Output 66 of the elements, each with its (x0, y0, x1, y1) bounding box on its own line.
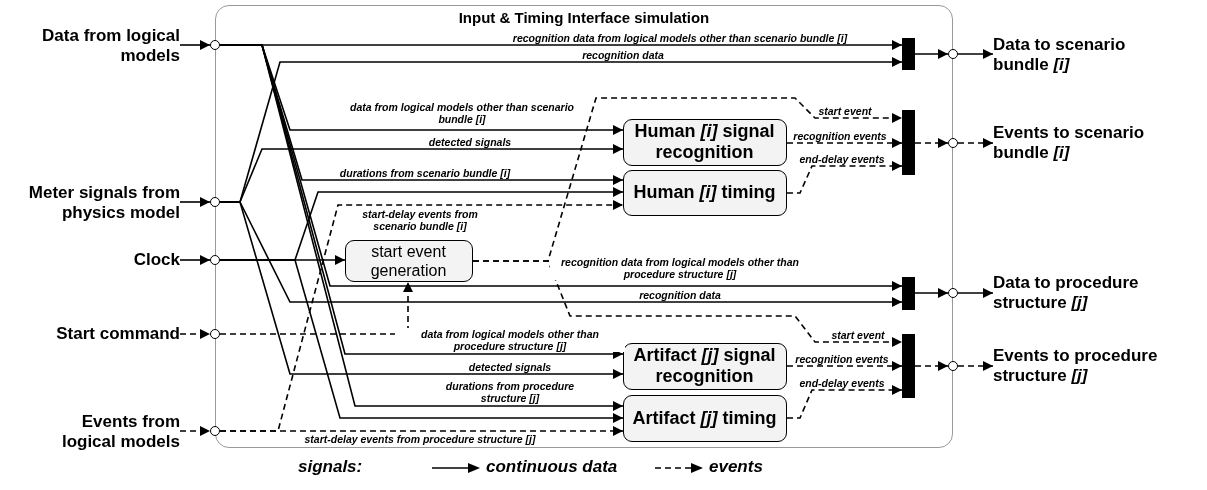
edge-label: end-delay events (799, 377, 885, 389)
port-label: Data to scenario bundle [i] (993, 34, 1163, 76)
port-label: Events to scenario bundle [i] (993, 122, 1183, 164)
port-label: Events from logical models (30, 411, 180, 453)
port-label: Data to procedure structure [j] (993, 272, 1207, 314)
port-circle (210, 40, 220, 50)
process-box: Human [i] timing (622, 169, 787, 216)
arrow (957, 361, 994, 371)
arrow (786, 138, 903, 148)
edge-label: start-delay events from procedure structure [j] (304, 433, 536, 445)
arrow (957, 288, 994, 298)
boundary-title: Input & Timing Interface simulation (457, 9, 711, 26)
bus-bar (901, 276, 915, 310)
process-box: start event generation (344, 239, 473, 282)
edge-label: recognition data (639, 289, 721, 301)
edge-label: detected signals (468, 361, 552, 373)
arrow (786, 385, 903, 419)
arrow (786, 161, 903, 194)
port-circle (948, 49, 958, 59)
arrow (914, 49, 949, 59)
arrow (179, 40, 211, 50)
arrow (219, 281, 413, 335)
port-circle (948, 288, 958, 298)
arrow (957, 49, 994, 59)
bus-bar (901, 333, 915, 398)
edge-label: recognition data from logical models other than scenario bundle [i] (512, 32, 848, 44)
arrow (179, 426, 211, 436)
edge-label: start event (831, 329, 885, 341)
arrow (179, 197, 211, 207)
port-circle (210, 426, 220, 436)
port-label: Meter signals from physics model (8, 182, 180, 224)
arrow (914, 288, 949, 298)
bus-bar (901, 37, 915, 70)
edge-label: data from logical models other than procedure structure [j] (395, 328, 625, 352)
arrow (914, 138, 949, 148)
edge-label: end-delay events (799, 153, 885, 165)
process-box: Human [i] signal recognition (622, 118, 787, 166)
port-circle (210, 255, 220, 265)
arrow (219, 426, 624, 436)
edge-label: durations from scenario bundle [i] (339, 167, 511, 179)
port-label: Data from logical models (40, 25, 180, 67)
edge-label: detected signals (428, 136, 512, 148)
arrow (179, 329, 211, 339)
port-circle (948, 138, 958, 148)
edge-label: recognition data (582, 49, 664, 61)
port-label: Start command (30, 324, 180, 344)
legend-label: continuous data (486, 457, 618, 477)
process-box: Artifact [j] timing (622, 394, 787, 442)
arrow (957, 138, 994, 148)
arrow (786, 361, 903, 371)
port-label: Clock (100, 250, 180, 270)
arrow (219, 259, 624, 423)
edge-label: data from logical models other than scenario bundle [i] (347, 101, 577, 125)
process-box: Artifact [j] signal recognition (622, 342, 787, 390)
port-circle (210, 329, 220, 339)
arrow (179, 255, 211, 265)
port-circle (210, 197, 220, 207)
arrow (914, 361, 949, 371)
bus-bar (901, 109, 915, 175)
legend-heading: signals: (298, 457, 363, 477)
edge-label: start event (818, 105, 872, 117)
legend-label: events (709, 457, 763, 477)
port-label: Events to procedure structure [j] (993, 345, 1207, 387)
edge-label: recognition events (793, 130, 887, 142)
edge-label: recognition events (795, 353, 889, 365)
port-circle (948, 361, 958, 371)
